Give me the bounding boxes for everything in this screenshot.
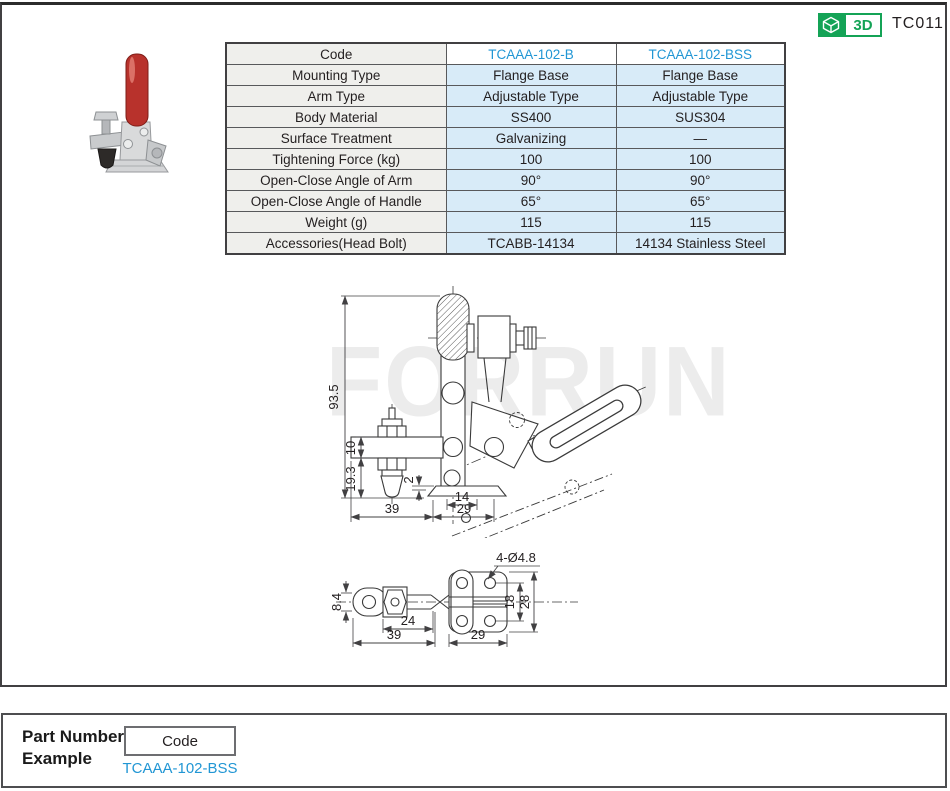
part-number-example-title-line1: Part Number — [22, 727, 125, 746]
spec-value: SUS304 — [615, 106, 786, 128]
dim-hole-pitch: 14 — [455, 489, 469, 504]
spec-value: 90° — [615, 169, 786, 191]
table-row: Open-Close Angle of Handle 65° 65° — [225, 190, 786, 212]
dim-base-step: 2 — [401, 476, 416, 483]
front-view-drawing: 93.5 10 19.3 2 39 29 14 — [326, 286, 649, 538]
spec-label: Mounting Type — [225, 64, 447, 86]
spec-value: 115 — [615, 211, 786, 233]
dim-arm-length: 39 — [387, 627, 401, 642]
spec-value: Adjustable Type — [445, 85, 617, 107]
table-row: Surface Treatment Galvanizing — — [225, 127, 786, 149]
table-row: Arm Type Adjustable Type Adjustable Type — [225, 85, 786, 107]
spec-value: SS400 — [445, 106, 617, 128]
dim-under-arm-height: 19.3 — [343, 466, 358, 491]
spec-value: Adjustable Type — [615, 85, 786, 107]
dim-base-width-top: 29 — [471, 627, 485, 642]
top-view-drawing: 8.4 24 39 29 18 28 4-Ø4.8 — [330, 550, 578, 647]
table-row: Tightening Force (kg) 100 100 — [225, 148, 786, 170]
spec-value: 90° — [445, 169, 617, 191]
code-box: Code — [124, 726, 236, 756]
dim-base-depth: 28 — [517, 595, 532, 609]
page-code: TC011 — [892, 15, 944, 32]
example-part-number-link[interactable]: TCAAA-102-BSS — [122, 760, 238, 777]
spec-label: Arm Type — [225, 85, 447, 107]
spec-value: 100 — [445, 148, 617, 170]
spec-table: Code TCAAA-102-B TCAAA-102-BSS Mounting … — [225, 42, 786, 255]
spec-label: Accessories(Head Bolt) — [225, 232, 447, 255]
table-row: Accessories(Head Bolt) TCABB-14134 14134… — [225, 232, 786, 255]
spec-label: Open-Close Angle of Handle — [225, 190, 447, 212]
table-row: Weight (g) 115 115 — [225, 211, 786, 233]
part-number-example-title-line2: Example — [22, 749, 92, 768]
spec-value: 65° — [445, 190, 617, 212]
dim-overall-height: 93.5 — [326, 384, 341, 409]
spec-value: Flange Base — [615, 64, 786, 86]
dim-arm-thickness: 10 — [343, 441, 358, 455]
cube-3d-icon — [818, 13, 844, 37]
spec-label: Open-Close Angle of Arm — [225, 169, 447, 191]
spec-label: Surface Treatment — [225, 127, 447, 149]
dim-arm-width: 8.4 — [330, 593, 344, 611]
spec-code-link[interactable]: TCAAA-102-BSS — [615, 42, 786, 65]
table-row: Mounting Type Flange Base Flange Base — [225, 64, 786, 86]
dim-arm-reach: 39 — [385, 501, 399, 516]
spec-code-link[interactable]: TCAAA-102-B — [445, 42, 617, 65]
main-content-frame — [0, 2, 947, 687]
dim-nut-length: 24 — [401, 613, 415, 628]
spec-value: Flange Base — [445, 64, 617, 86]
table-row: Body Material SS400 SUS304 — [225, 106, 786, 128]
spec-label: Weight (g) — [225, 211, 447, 233]
spec-value: 115 — [445, 211, 617, 233]
view-3d-button[interactable]: 3D — [818, 13, 882, 37]
spec-label: Code — [225, 42, 447, 65]
badge-3d-label[interactable]: 3D — [844, 13, 882, 37]
code-box-label: Code — [162, 732, 198, 750]
spec-value: 65° — [615, 190, 786, 212]
spec-value: 14134 Stainless Steel — [615, 232, 786, 255]
product-photo — [89, 53, 169, 173]
table-row: Code TCAAA-102-B TCAAA-102-BSS — [225, 42, 786, 65]
spec-value: 100 — [615, 148, 786, 170]
spec-label: Tightening Force (kg) — [225, 148, 447, 170]
dim-hole-pitch-v: 18 — [502, 595, 517, 609]
dim-hole-callout: 4-Ø4.8 — [496, 550, 536, 565]
table-row: Open-Close Angle of Arm 90° 90° — [225, 169, 786, 191]
spec-value: TCABB-14134 — [445, 232, 617, 255]
spec-label: Body Material — [225, 106, 447, 128]
spec-value: Galvanizing — [445, 127, 617, 149]
spec-value: — — [615, 127, 786, 149]
